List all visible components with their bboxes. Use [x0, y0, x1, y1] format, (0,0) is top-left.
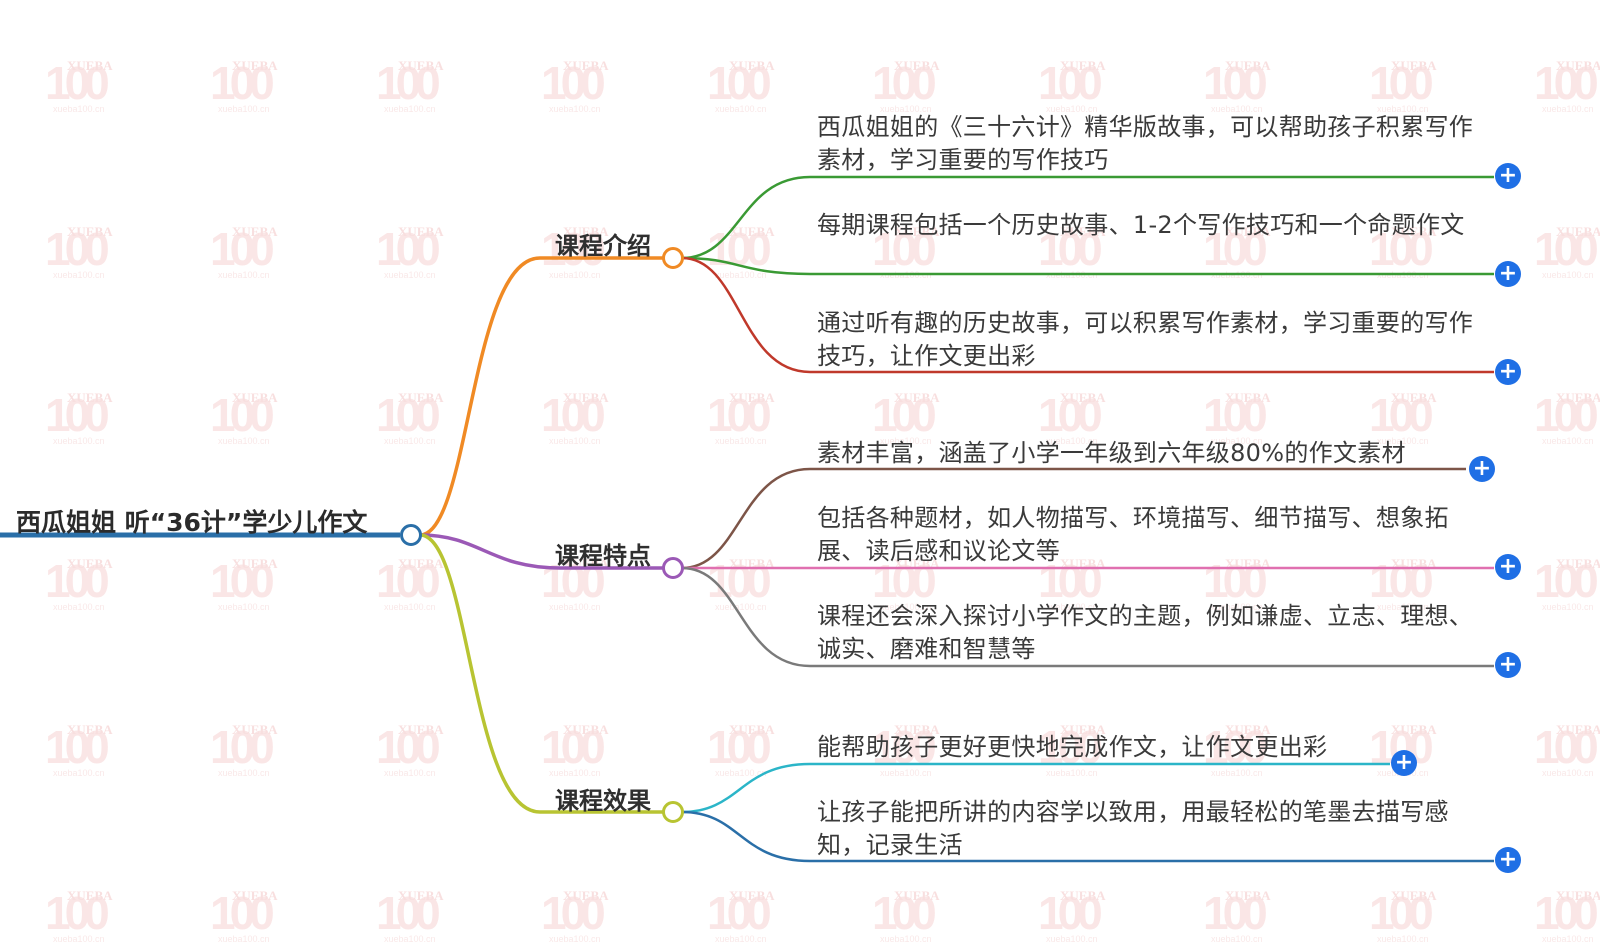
- plus-icon: +: [1498, 847, 1518, 872]
- connector-effects-2: [681, 810, 1494, 863]
- connector-intro-3: [681, 256, 1494, 374]
- leaf-features-2[interactable]: 包括各种题材，如人物描写、环境描写、细节描写、想象拓展、读后感和议论文等: [817, 504, 1449, 565]
- leaf-features-3[interactable]: 课程还会深入探讨小学作文的主题，例如谦虚、立志、理想、诚实、磨难和智慧等: [817, 602, 1474, 663]
- effects-node-circle[interactable]: [662, 801, 684, 823]
- connector-root-effects: [419, 533, 664, 814]
- plus-icon: +: [1394, 750, 1414, 775]
- connector-root-features: [419, 533, 664, 570]
- plus-icon: +: [1498, 163, 1518, 188]
- expand-button-intro-1[interactable]: +: [1495, 163, 1521, 189]
- plus-icon: +: [1498, 652, 1518, 677]
- expand-button-features-2[interactable]: +: [1495, 554, 1521, 580]
- leaf-intro-3[interactable]: 通过听有趣的历史故事，可以积累写作素材，学习重要的写作技巧，让作文更出彩: [817, 309, 1474, 370]
- expand-button-features-1[interactable]: +: [1469, 456, 1495, 482]
- leaf-intro-2[interactable]: 每期课程包括一个历史故事、1-2个写作技巧和一个命题作文: [817, 211, 1465, 239]
- connector-features-1: [681, 467, 1466, 570]
- expand-button-effects-2[interactable]: +: [1495, 847, 1521, 873]
- connector-features-3: [681, 566, 1494, 668]
- expand-button-intro-3[interactable]: +: [1495, 359, 1521, 385]
- leaf-effects-2[interactable]: 让孩子能把所讲的内容学以致用，用最轻松的笔墨去描写感知，记录生活: [817, 798, 1449, 859]
- plus-icon: +: [1498, 554, 1518, 579]
- branch-course-features[interactable]: 课程特点: [555, 542, 651, 570]
- root-node-circle[interactable]: [400, 524, 422, 546]
- plus-icon: +: [1498, 261, 1518, 286]
- plus-icon: +: [1498, 359, 1518, 384]
- features-node-circle[interactable]: [662, 557, 684, 579]
- branch-course-intro[interactable]: 课程介绍: [555, 232, 651, 260]
- connector-root-intro: [419, 256, 664, 537]
- connector-intro-1: [681, 175, 1494, 260]
- leaf-effects-1[interactable]: 能帮助孩子更好更快地完成作文，让作文更出彩: [817, 733, 1328, 761]
- connector-effects-1: [681, 762, 1390, 814]
- branch-course-effects[interactable]: 课程效果: [555, 787, 651, 815]
- connector-intro-2: [681, 256, 1494, 276]
- root-node-label[interactable]: 西瓜姐姐 听“36计”学少儿作文: [16, 508, 368, 537]
- expand-button-features-3[interactable]: +: [1495, 652, 1521, 678]
- intro-node-circle[interactable]: [662, 247, 684, 269]
- leaf-intro-1[interactable]: 西瓜姐姐的《三十六计》精华版故事，可以帮助孩子积累写作素材，学习重要的写作技巧: [817, 113, 1474, 174]
- leaf-features-1[interactable]: 素材丰富，涵盖了小学一年级到六年级80%的作文素材: [817, 439, 1406, 467]
- expand-button-intro-2[interactable]: +: [1495, 261, 1521, 287]
- expand-button-effects-1[interactable]: +: [1391, 750, 1417, 776]
- plus-icon: +: [1472, 456, 1492, 481]
